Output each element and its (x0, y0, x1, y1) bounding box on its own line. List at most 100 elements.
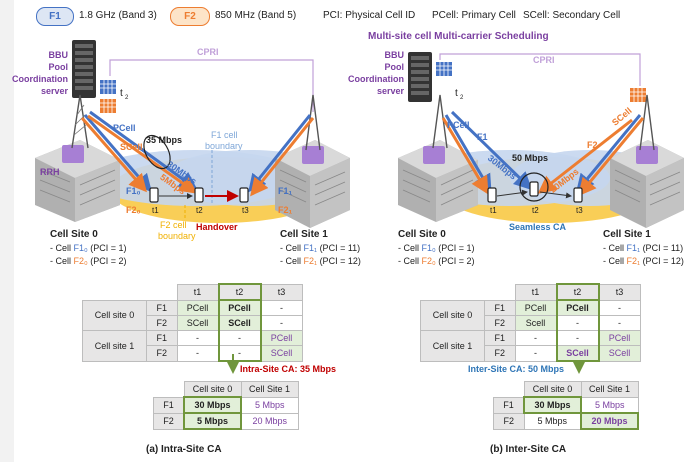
scell-note: SCell: Secondary Cell (523, 10, 621, 21)
left-f2-0-label: F2₀ (126, 205, 141, 215)
f2-boundary-label-2: boundary (158, 231, 196, 241)
right-site0-line1: - Cell F1₀ (PCI = 1) (398, 243, 475, 253)
f1-legend-label: 1.8 GHz (Band 3) (79, 10, 157, 21)
left-building-site0 (35, 140, 120, 222)
pcell-note: PCell: Primary Cell (432, 10, 516, 21)
table-cell: PCell (598, 330, 641, 346)
svg-text:t: t (120, 88, 123, 99)
left-coord-label-2: server (40, 86, 68, 96)
table-corner (485, 284, 516, 300)
table-cell: 30 Mbps (523, 396, 582, 414)
table-row: Cell site 1 F1 - - PCell (82, 330, 303, 362)
right-t1: t1 (490, 206, 497, 215)
table-header-cell: t1 (176, 283, 219, 301)
table-cell: - (260, 299, 303, 316)
f1-boundary-label-2: boundary (205, 141, 243, 151)
left-gutter (0, 0, 14, 462)
freq-cell: F1 (484, 299, 516, 316)
left-bbu-chip-icons (100, 80, 116, 113)
freq-cell: F2 (146, 315, 178, 331)
table-row: F1 30 Mbps 5 Mbps (153, 396, 299, 414)
table-header-cell: t2 (555, 283, 600, 301)
table-corner (154, 382, 185, 398)
f1-legend-badge: F1 (36, 7, 74, 26)
table-corner (494, 382, 525, 398)
freq-cell: F2 (146, 345, 178, 362)
right-phones (487, 181, 583, 203)
right-panel-graphics: t 2 (398, 52, 684, 374)
table-header-cell: Cell Site 1 (240, 381, 299, 398)
right-site0-line2: - Cell F2₀ (PCI = 2) (398, 256, 475, 266)
left-cpri-label: CPRI (197, 47, 219, 57)
pci-note: PCI: Physical Cell ID (323, 10, 416, 21)
left-t1: t1 (152, 206, 159, 215)
site-cell: Cell site 0 (420, 299, 485, 331)
table-cell: - (176, 330, 219, 346)
table-cell: - (555, 330, 600, 346)
right-building-site1 (610, 140, 684, 228)
freq-cell: F1 (493, 396, 525, 414)
right-coord-label-2: server (376, 86, 404, 96)
table-cell: PCell (514, 299, 557, 316)
freq-cell: F2 (484, 345, 516, 362)
left-site0-title: Cell Site 0 (50, 229, 98, 240)
left-f1-1-label: F1₁ (278, 186, 293, 196)
right-pcell-beam-label: PCell (447, 120, 470, 130)
table-row: Cell site 0 F1 PCell PCell - (420, 299, 641, 331)
left-site1-line1: - Cell F1₁ (PCI = 11) (280, 243, 361, 253)
inter-site-ca-label: Inter-Site CA: 50 Mbps (468, 364, 565, 374)
table-cell: SCell (260, 345, 303, 362)
svg-text:2: 2 (460, 95, 464, 101)
right-bbu-server-icon (408, 52, 432, 102)
intra-site-ca-label: Intra-Site CA: 35 Mbps (240, 364, 337, 374)
table-corner (421, 284, 485, 300)
site-cell: Cell site 1 (82, 330, 147, 362)
table-cell: 20 Mbps (240, 412, 299, 430)
left-site0-line2: - Cell F2₀ (PCI = 2) (50, 256, 127, 266)
table-header-cell: Cell site 0 (523, 381, 582, 398)
right-f1-beam-label: F1 (477, 132, 488, 142)
right-rate-top: 50 Mbps (512, 153, 549, 163)
table-cell: SCell (555, 345, 600, 362)
table-cell: SCell (217, 315, 262, 331)
table-cell: - (514, 330, 557, 346)
left-f1-0-label: F1₀ (126, 186, 141, 196)
left-t3: t3 (242, 206, 249, 215)
right-panel-title: Multi-site cell Multi-carrier Scheduling (368, 31, 549, 42)
table-cell: - (514, 345, 557, 362)
table-row: F2 5 Mbps 20 Mbps (493, 412, 639, 430)
svg-text:2: 2 (125, 95, 129, 101)
table-cell: - (176, 345, 219, 362)
right-f2-beam-label: F2 (587, 140, 598, 150)
left-tower-site1 (305, 94, 321, 151)
table-cell: SCell (176, 315, 219, 331)
left-panel-graphics: t 2 (35, 40, 350, 374)
table-header-cell: Cell site 0 (183, 381, 242, 398)
right-t3: t3 (576, 206, 583, 215)
handover-label: Handover (196, 222, 238, 232)
rrh-label: RRH (40, 167, 60, 177)
svg-text:t: t (455, 88, 458, 99)
right-bbu-chip-icons (436, 62, 646, 102)
table-cell: - (217, 345, 262, 362)
seamless-ca-label: Seamless CA (509, 222, 567, 232)
table-corner (147, 284, 178, 300)
table-cell: 5 Mbps (183, 412, 242, 430)
table-cell: - (217, 330, 262, 346)
table-row: t1 t2 t3 (83, 283, 303, 301)
table-cell: 5 Mbps (523, 412, 582, 430)
table-row: F2 5 Mbps 20 Mbps (153, 412, 299, 430)
table-cell: 5 Mbps (580, 396, 639, 414)
freq-cell: F1 (153, 396, 185, 414)
left-scell-beam-label: SCell (120, 142, 143, 152)
left-schedule-table: t1 t2 t3 Cell site 0 F1 PCell PCell - F2… (82, 283, 303, 362)
table-cell: 5 Mbps (240, 396, 299, 414)
left-site0-line1: - Cell F1₀ (PCI = 1) (50, 243, 127, 253)
freq-cell: F2 (484, 315, 516, 331)
table-cell: - (260, 315, 303, 331)
table-cell: - (555, 315, 600, 331)
left-bbu-label-1: BBU (48, 50, 69, 60)
left-phones (149, 187, 249, 203)
left-site1-title: Cell Site 1 (280, 229, 328, 240)
table-row: F2 - - SCell (83, 345, 303, 362)
